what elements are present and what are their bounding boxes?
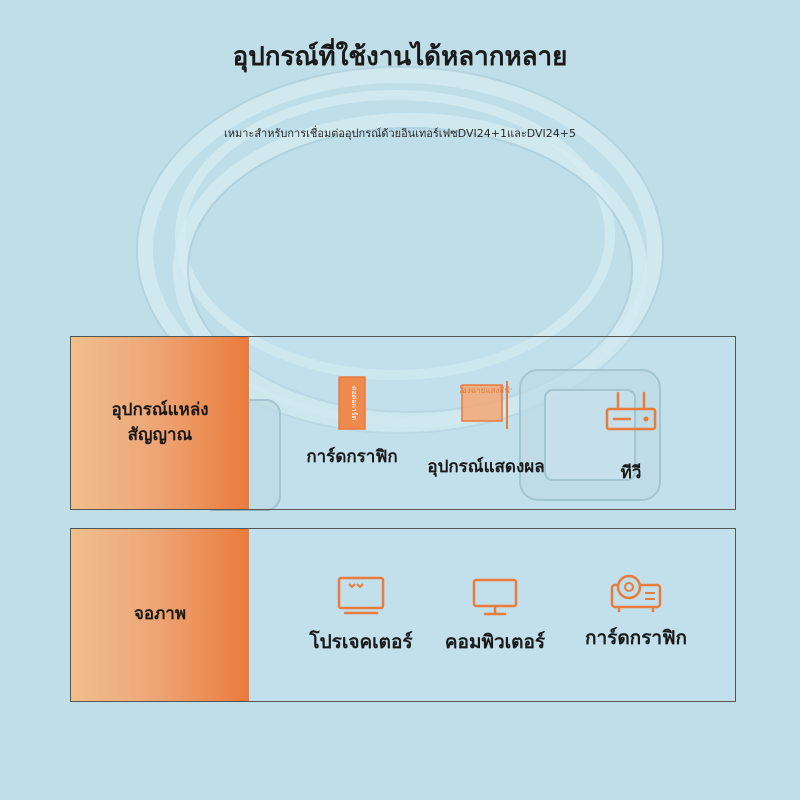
graphics-card-icon: ต่อต่อการ์ด [338, 376, 366, 430]
signal-item-tv: ทีวี [581, 389, 681, 486]
display-panel: จอภาพ โปรเจคเตอร์ คอมพิวเตอร์ การ์ดกราฟิ… [70, 528, 736, 702]
display-item-computer: คอมพิวเตอร์ [427, 577, 563, 657]
display-item-label: การ์ดกราฟิก [584, 627, 688, 649]
page-title: อุปกรณ์ที่ใช้งานได้หลากหลาย [232, 42, 568, 72]
signal-source-label: อุปกรณ์แหล่งสัญญาณ [71, 337, 249, 509]
svg-text:ต่อต่อการ์ด: ต่อต่อการ์ด [350, 386, 358, 420]
signal-item-label: การ์ดกราฟิก [306, 447, 398, 467]
tv-icon [337, 576, 385, 615]
display-item-label: คอมพิวเตอร์ [444, 631, 546, 653]
display-item-graphics-card: การ์ดกราฟิก [571, 571, 701, 653]
signal-item-label: ทีวี [620, 463, 642, 483]
projection-device-icon: เครื่องฉายแสงสีฟ้า [460, 381, 512, 429]
page-subtitle: เหมาะสำหรับการเชื่อมต่ออุปกรณ์ด้วยอินเทอ… [223, 127, 576, 140]
monitor-icon [472, 578, 518, 616]
signal-item-display-device: เครื่องฉายแสงสีฟ้า อุปกรณ์แสดงผล [411, 379, 561, 480]
display-item-projector: โปรเจคเตอร์ [291, 575, 431, 657]
display-item-label: โปรเจคเตอร์ [309, 631, 413, 653]
svg-text:เครื่องฉายแสงสีฟ้า: เครื่องฉายแสงสีฟ้า [460, 384, 512, 395]
signal-source-panel: อุปกรณ์แหล่งสัญญาณ ต่อต่อการ์ด การ์ดกราฟ… [70, 336, 736, 510]
signal-item-label: อุปกรณ์แสดงผล [427, 457, 545, 477]
projector-icon [610, 574, 662, 612]
display-label: จอภาพ [71, 529, 249, 701]
tv-box-icon [605, 391, 657, 431]
signal-item-graphics-card: ต่อต่อการ์ด การ์ดกราฟิก [297, 375, 407, 470]
